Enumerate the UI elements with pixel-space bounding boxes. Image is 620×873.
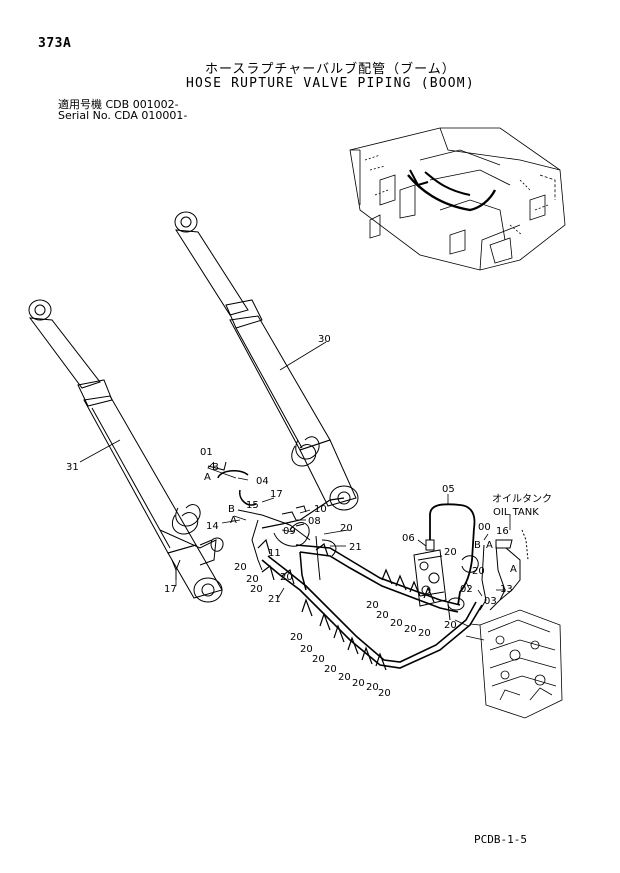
- callout-14: 14: [206, 521, 219, 532]
- callout-20-h: 20: [444, 620, 457, 631]
- callout-20-c: 20: [246, 574, 259, 585]
- boom-cylinder-31: [28, 299, 223, 603]
- title-japanese: ホースラプチャーバルブ配管（ブーム）: [205, 62, 456, 77]
- callout-09: 09: [283, 526, 296, 537]
- page-number: 373A: [38, 36, 72, 51]
- callout-05: 05: [442, 484, 455, 495]
- footer-code: PCDB-1-5: [474, 833, 527, 846]
- callout-04: 04: [256, 476, 269, 487]
- callout-21-left: 21: [268, 594, 281, 605]
- fittings-right: [447, 529, 529, 621]
- callout-letter-a-top: A: [204, 472, 211, 483]
- callout-02: 02: [460, 584, 473, 595]
- callout-10: 10: [314, 504, 327, 515]
- callout-08: 08: [308, 516, 321, 527]
- callout-20-o: 20: [300, 644, 313, 655]
- clamp-set-20: [257, 538, 435, 671]
- callout-03: 03: [484, 596, 497, 607]
- callout-20-t: 20: [366, 682, 379, 693]
- callout-20-l: 20: [404, 624, 417, 635]
- line-05: [429, 503, 476, 606]
- callout-letter-b-right: B: [474, 540, 481, 551]
- callout-letter-a-far: A: [510, 564, 517, 575]
- callout-letter-b-top: B: [212, 462, 219, 473]
- boom-cylinder-30: [174, 211, 359, 511]
- callout-20-s: 20: [352, 678, 365, 689]
- machine-body-sketch: [349, 127, 566, 271]
- callout-31: 31: [66, 462, 79, 473]
- callout-20-r: 20: [338, 672, 351, 683]
- callout-20-n: 20: [290, 632, 303, 643]
- pipe-assembly-upper: [207, 461, 483, 669]
- oil-tank-label-en: OIL TANK: [493, 507, 539, 518]
- callout-20-d: 20: [280, 572, 293, 583]
- control-valve-sketch: [465, 609, 563, 719]
- callout-letter-a-mid: A: [230, 515, 237, 526]
- applicable-model: 適用号機 CDB 001002-: [58, 98, 179, 111]
- callout-20-e: 20: [250, 584, 263, 595]
- serial-number: Serial No. CDA 010001-: [58, 109, 188, 122]
- callout-letter-b-mid: B: [228, 504, 235, 515]
- callout-20-k: 20: [390, 618, 403, 629]
- callout-20-i: 20: [366, 600, 379, 611]
- callout-20-p: 20: [312, 654, 325, 665]
- callout-17-lower: 17: [164, 584, 177, 595]
- callout-letter-a-right: A: [486, 540, 493, 551]
- callout-20-u: 20: [378, 688, 391, 699]
- callout-21-right: 21: [349, 542, 362, 553]
- callout-00: 00: [478, 522, 491, 533]
- callout-16: 16: [496, 526, 509, 537]
- callout-06: 06: [402, 533, 415, 544]
- callout-20-a: 20: [340, 523, 353, 534]
- callout-20-m: 20: [418, 628, 431, 639]
- callout-13: 13: [500, 584, 513, 595]
- callout-30: 30: [318, 334, 331, 345]
- callout-01: 01: [200, 447, 213, 458]
- callout-20-g: 20: [472, 566, 485, 577]
- callout-15: 15: [246, 500, 259, 511]
- oil-tank-label-jp: オイルタンク: [492, 493, 552, 505]
- title-english: HOSE RUPTURE VALVE PIPING (BOOM): [186, 76, 475, 91]
- callout-20-f: 20: [444, 547, 457, 558]
- callout-17-upper: 17: [270, 489, 283, 500]
- callout-20-b: 20: [234, 562, 247, 573]
- callout-20-j: 20: [376, 610, 389, 621]
- callout-11: 11: [268, 548, 281, 559]
- leader-lines: [79, 341, 511, 627]
- callout-20-q: 20: [324, 664, 337, 675]
